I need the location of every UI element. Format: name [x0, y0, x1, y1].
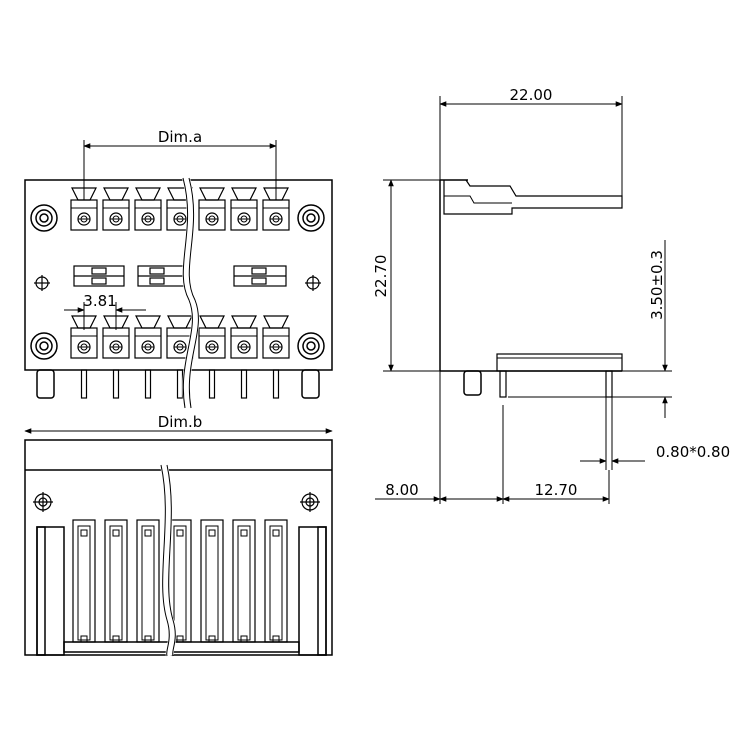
- bottom-mount-hole-right: [300, 492, 320, 512]
- pin-span-label: 12.70: [535, 481, 578, 499]
- pin-size-dimension: [580, 397, 645, 470]
- front-top-terminal-6: [230, 187, 258, 231]
- bottom-break-gap: [160, 464, 177, 658]
- dim-b-label: Dim.b: [158, 413, 203, 431]
- front-small-hole-left: [34, 275, 50, 291]
- front-mount-hole-top-right: [297, 204, 325, 232]
- front-top-terminal-2: [102, 187, 130, 231]
- side-latch-profile: [443, 179, 623, 215]
- pitch-label: 3.81: [83, 292, 116, 310]
- front-top-terminal-5: [198, 187, 226, 231]
- side-pin-right: [605, 370, 613, 398]
- pin-offset-dimension: [508, 240, 672, 418]
- pin-offset-label: 3.50±0.3: [648, 250, 666, 320]
- width-label: 22.00: [510, 86, 553, 104]
- pin-size-label: 0.80*0.80: [656, 443, 730, 461]
- side-latch-inner: [444, 195, 512, 204]
- bottom-break-line-b: [166, 464, 176, 657]
- bottom-contact-7: [264, 519, 288, 643]
- front-latch-right: [233, 265, 287, 287]
- bottom-contact-2: [104, 519, 128, 643]
- bottom-break-line-a: [160, 464, 170, 657]
- bottom-contact-1: [72, 519, 96, 643]
- bottom-side-slot-left-inner: [36, 526, 46, 656]
- dim-a-label: Dim.a: [158, 128, 202, 146]
- front-bottom-terminal-7: [262, 315, 290, 399]
- bottom-side-slot-left: [36, 526, 65, 656]
- dim-a-dimension: [83, 140, 277, 200]
- front-top-terminal-3: [134, 187, 162, 231]
- height-label: 22.70: [372, 255, 390, 298]
- height-dimension: [383, 179, 440, 372]
- bottom-side-slot-right-inner: [317, 526, 327, 656]
- bottom-contact-6: [232, 519, 256, 643]
- bottom-side-slot-right: [298, 526, 327, 656]
- bottom-contact-3: [136, 519, 160, 643]
- side-peg: [463, 370, 482, 396]
- front-latch-middle: [137, 265, 189, 287]
- front-bottom-terminal-3: [134, 315, 162, 399]
- front-bottom-terminal-5: [198, 315, 226, 399]
- bottom-view: [24, 439, 333, 656]
- pin-span-dimension: [502, 405, 610, 504]
- front-peg-left: [36, 369, 55, 399]
- front-mount-hole-top-left: [30, 204, 58, 232]
- width-dimension: [439, 96, 623, 200]
- front-bottom-pin-row: [70, 315, 290, 399]
- front-peg-right: [301, 369, 320, 399]
- front-break-line-b: [188, 177, 199, 409]
- bottom-mount-hole-left: [33, 492, 53, 512]
- front-break-gap: [182, 176, 200, 409]
- front-top-pin-row: [70, 187, 290, 231]
- bottom-contact-5: [200, 519, 224, 643]
- rear-offset-label: 8.00: [385, 481, 418, 499]
- rear-offset-dimension: [375, 371, 504, 504]
- side-header-block: [496, 353, 623, 372]
- front-latch-left: [73, 265, 125, 287]
- pitch-dimension: [64, 302, 146, 330]
- front-bottom-terminal-6: [230, 315, 258, 399]
- front-break-line-a: [182, 177, 193, 409]
- side-pin-left: [499, 370, 507, 398]
- bottom-base-rail: [63, 641, 300, 653]
- front-mount-hole-bottom-right: [297, 332, 325, 360]
- bottom-body-outline: [24, 439, 333, 656]
- front-small-hole-right: [305, 275, 321, 291]
- side-view: [439, 179, 623, 398]
- front-mount-hole-bottom-left: [30, 332, 58, 360]
- front-view: [24, 179, 333, 399]
- bottom-contact-row: [72, 519, 288, 643]
